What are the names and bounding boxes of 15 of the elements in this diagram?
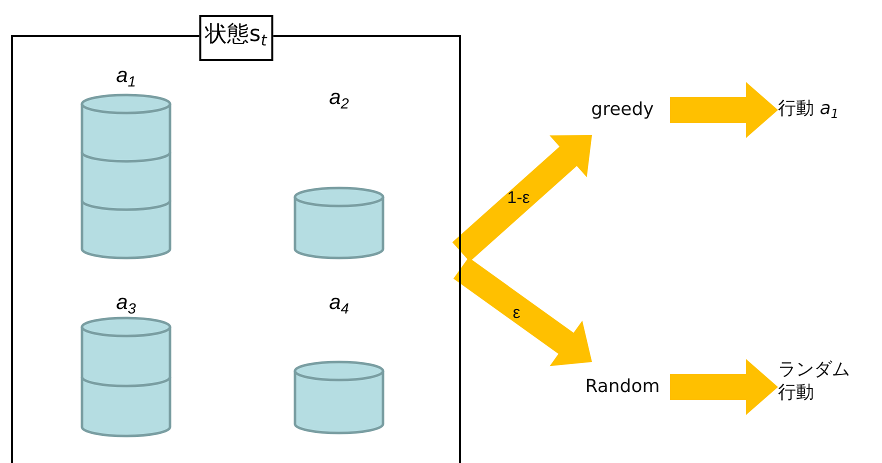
node-label: 行動 a$_{1}$ (778, 97, 839, 123)
action-label: a$_{2}$ (329, 85, 349, 114)
block-arrow (670, 82, 778, 138)
action-label: a$_{1}$ (116, 63, 136, 92)
node-label: Random (585, 375, 660, 399)
action-label: a$_{3}$ (116, 290, 136, 320)
block-arrow (453, 257, 592, 366)
state-title: 状態s$_{t}$ (199, 15, 273, 61)
block-arrow (670, 359, 778, 415)
node-label: ランダム行動 (778, 358, 851, 404)
edge-label: 1-ε (507, 188, 530, 208)
action-label: a$_{4}$ (329, 290, 349, 320)
edge-label: ε (512, 303, 520, 323)
node-label: greedy (591, 98, 654, 122)
block-arrow (452, 135, 592, 262)
